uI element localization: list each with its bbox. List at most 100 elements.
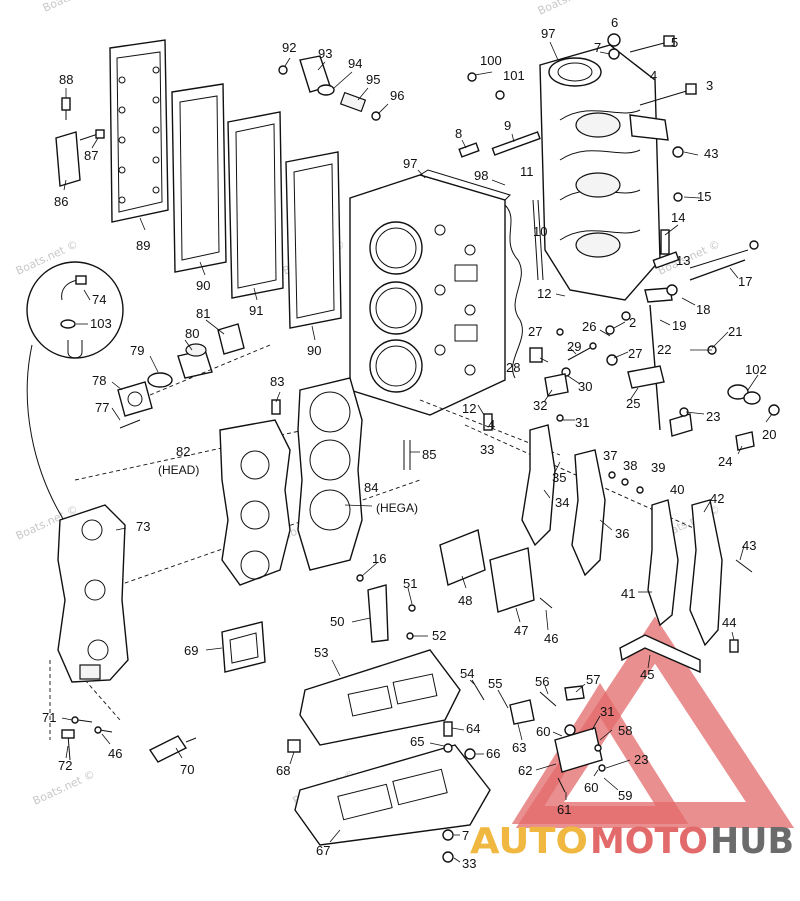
callout-number: 19	[672, 318, 686, 333]
thermostat-housing	[117, 323, 245, 429]
callout-number: 15	[697, 189, 711, 204]
callout-number: 43	[742, 538, 756, 553]
plates-47-48	[439, 529, 553, 613]
callout-number: 48	[458, 593, 472, 608]
callout-number: 7	[462, 828, 469, 843]
callout-number: 93	[318, 46, 332, 61]
callout-number: 58	[618, 723, 632, 738]
callout-number: 4	[488, 417, 495, 432]
callout-number: 21	[728, 324, 742, 339]
head-cover	[57, 504, 129, 683]
callout-number: 30	[578, 379, 592, 394]
callout-number: 35	[552, 470, 566, 485]
callout-number: 65	[410, 734, 424, 749]
callout-number: 9	[504, 118, 511, 133]
inset-detail	[26, 261, 124, 532]
callout-number: 86	[54, 194, 68, 209]
callout-number: 71	[42, 710, 56, 725]
callout-number: 33	[480, 442, 494, 457]
cylinder-head	[219, 399, 291, 586]
tube-10	[532, 199, 544, 281]
bottom-fasteners	[442, 679, 585, 863]
watermark-text: Boats.net ©	[41, 0, 107, 15]
thermostat-parts	[278, 55, 381, 121]
callout-number: 6	[611, 15, 618, 30]
logo-text-hub: HUB	[710, 821, 794, 862]
callout-numbers: 88 87 86 89 90 91 90 92 93 94 95 96 100 …	[42, 15, 776, 871]
exhaust-plate	[227, 111, 284, 299]
base-plate	[287, 739, 491, 846]
callout-number: 20	[762, 427, 776, 442]
callout-number: 74	[92, 292, 106, 307]
callout-number: 32	[533, 398, 547, 413]
callout-number: 10	[533, 224, 547, 239]
callout-number: 18	[696, 302, 710, 317]
callout-number: 56	[535, 674, 549, 689]
callout-number: 95	[366, 72, 380, 87]
callout-number: 25	[626, 396, 640, 411]
callout-number: 31	[600, 704, 614, 719]
callout-number: 26	[582, 319, 596, 334]
exhaust-gasket-1	[171, 83, 227, 273]
callout-number: 55	[488, 676, 502, 691]
watermark-text: Boats.net ©	[31, 768, 97, 808]
callout-number: 61	[557, 802, 571, 817]
bolts-top-right	[467, 33, 759, 269]
callout-number: 41	[621, 586, 635, 601]
callout-number: 83	[270, 374, 284, 389]
callout-number: 88	[59, 72, 73, 87]
watermark-text: Boats.net ©	[536, 0, 602, 18]
callout-number: 40	[670, 482, 684, 497]
head-gasket	[297, 377, 411, 571]
callout-number: 12	[537, 286, 551, 301]
callout-number: 87	[84, 148, 98, 163]
callout-number: 85	[422, 447, 436, 462]
throttle-linkage	[605, 229, 746, 437]
callout-number: 97	[403, 156, 417, 171]
cylinder-block	[349, 169, 523, 416]
callout-number: 96	[390, 88, 404, 103]
callout-number: 23	[634, 752, 648, 767]
callout-number: 73	[136, 519, 150, 534]
callout-number: 90	[196, 278, 210, 293]
callout-number: 98	[474, 168, 488, 183]
callout-number: 92	[282, 40, 296, 55]
callout-number: 53	[314, 645, 328, 660]
callout-number: 66	[486, 746, 500, 761]
bottom-right-parts	[554, 724, 606, 793]
callout-number: 57	[586, 672, 600, 687]
callout-number: 36	[615, 526, 629, 541]
base-gasket	[299, 649, 461, 746]
callout-number: 62	[518, 763, 532, 778]
callout-number: 43	[704, 146, 718, 161]
callout-number: 60	[584, 780, 598, 795]
callout-number: 11	[520, 164, 534, 179]
callout-number: 50	[330, 614, 344, 629]
callout-number: 82	[176, 444, 190, 459]
bolt-87	[79, 129, 105, 141]
callout-number: 103	[90, 316, 112, 331]
linkage-ends	[679, 345, 780, 451]
callout-number: 89	[136, 238, 150, 253]
logo-text: AUTO MOTO HUB	[470, 821, 794, 862]
callout-number: 5	[671, 35, 678, 50]
exhaust-gasket-2	[285, 151, 342, 329]
callout-number: 37	[603, 448, 617, 463]
callout-number: 7	[594, 40, 601, 55]
callout-number: 34	[555, 495, 569, 510]
callout-number: 101	[503, 68, 525, 83]
callout-number: 33	[462, 856, 476, 871]
callout-number: 24	[718, 454, 732, 469]
callout-number: 14	[671, 210, 685, 225]
callout-number: 31	[575, 415, 589, 430]
callout-number: 77	[95, 400, 109, 415]
leader-lines	[61, 41, 773, 863]
callout-number: 46	[108, 746, 122, 761]
callout-number: 47	[514, 623, 528, 638]
callout-number: 2	[629, 315, 636, 330]
callout-number: 70	[180, 762, 194, 777]
callout-number: 78	[92, 373, 106, 388]
callout-number: 28	[506, 360, 520, 375]
callout-number: 38	[623, 458, 637, 473]
